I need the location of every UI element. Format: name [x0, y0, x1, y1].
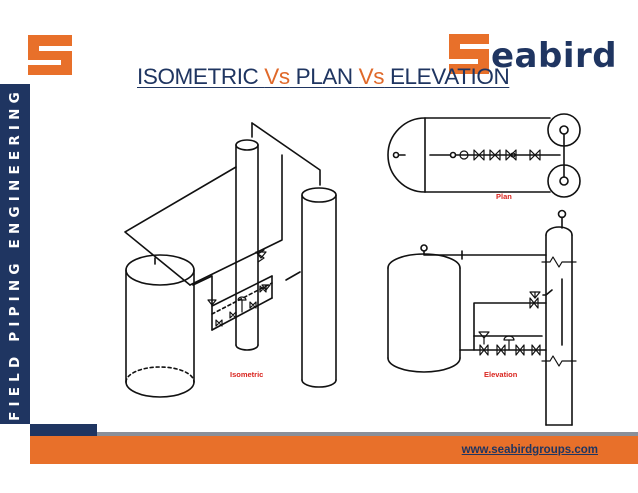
- sidebar-band: [0, 84, 30, 424]
- website-link[interactable]: www.seabirdgroups.com: [461, 444, 598, 456]
- brand-name: eabird: [491, 36, 618, 76]
- isometric-label: Isometric: [230, 370, 264, 379]
- elevation-diagram: [387, 209, 577, 426]
- brand-s-icon: [449, 34, 489, 74]
- logo-s-icon: [28, 35, 72, 75]
- plan-diagram: [387, 113, 581, 198]
- footer-navy-bar: [30, 424, 97, 436]
- plan-label: Plan: [496, 192, 512, 201]
- title-vs-1: Vs: [264, 64, 290, 89]
- title-part-isometric: ISOMETRIC: [137, 64, 265, 89]
- isometric-diagram: [124, 122, 337, 398]
- footer-orange-bar: [30, 436, 638, 464]
- title-vs-2: Vs: [358, 64, 385, 89]
- title-part-elevation: ELEVATION: [384, 64, 510, 89]
- page-title: ISOMETRIC Vs PLAN Vs ELEVATION: [137, 64, 510, 90]
- title-part-plan: PLAN: [289, 64, 359, 89]
- elevation-label: Elevation: [484, 370, 518, 379]
